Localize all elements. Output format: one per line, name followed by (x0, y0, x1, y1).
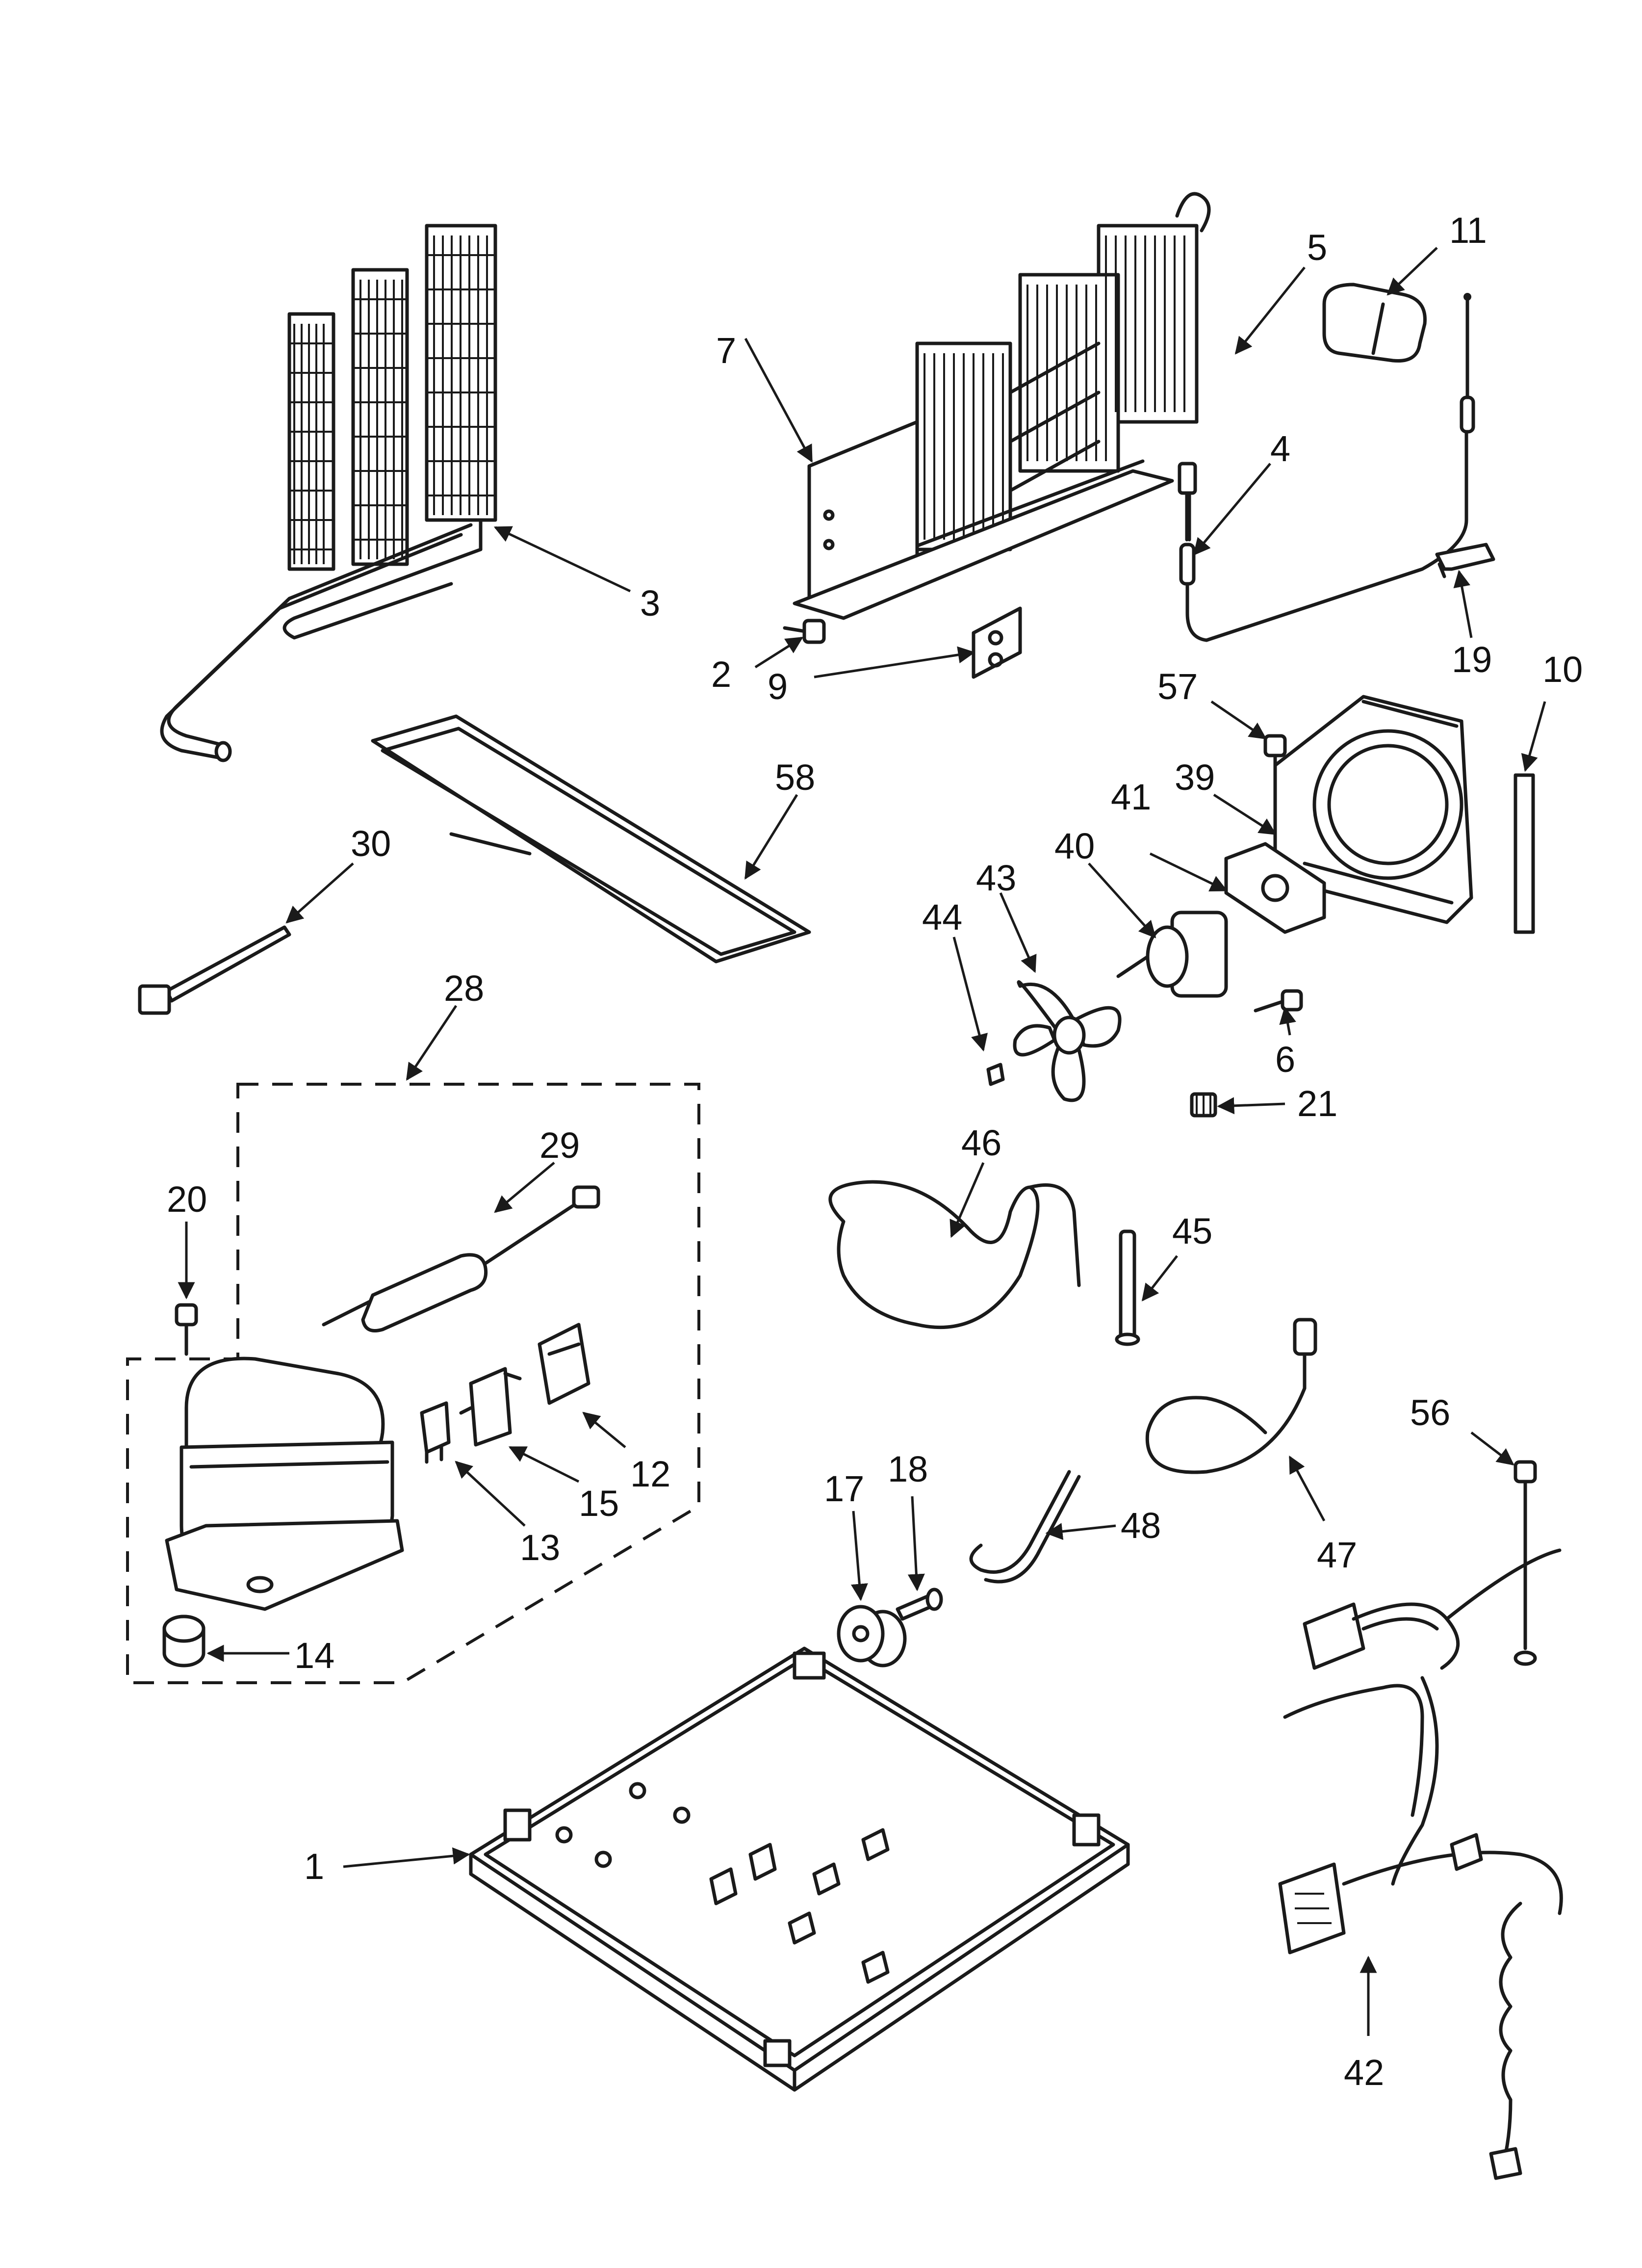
retainer-44 (986, 1063, 1005, 1086)
callout-46: 46 (961, 1122, 1001, 1163)
callout-labels: 1 2 3 4 5 6 7 9 10 11 12 13 14 15 17 18 … (167, 210, 1583, 2093)
callout-40: 40 (1054, 826, 1095, 866)
condenser-coil (160, 224, 497, 762)
callout-39: 39 (1175, 757, 1215, 798)
cable-tie (138, 925, 291, 1015)
motor-mount-plate (1224, 842, 1326, 934)
pin-45 (1115, 1229, 1140, 1346)
callout-10: 10 (1542, 649, 1583, 690)
tubing-46 (828, 1180, 1081, 1330)
strip-10 (1514, 773, 1535, 934)
screw-6 (1254, 989, 1303, 1013)
callout-12: 12 (630, 1454, 670, 1494)
callout-7: 7 (716, 330, 736, 371)
tube-48 (969, 1470, 1081, 1584)
evaporator (896, 192, 1211, 576)
drier-29 (322, 1185, 600, 1332)
screw-2 (783, 619, 826, 644)
hose-47 (1145, 1318, 1317, 1474)
callout-28: 28 (444, 968, 484, 1009)
drain-pan (371, 714, 811, 964)
base-frame (469, 1646, 1130, 2092)
callout-2: 2 (711, 654, 731, 695)
defrost-thermostat-harness (1178, 293, 1475, 642)
callout-42: 42 (1344, 2052, 1384, 2093)
callout-58: 58 (775, 757, 815, 798)
callout-48: 48 (1121, 1505, 1161, 1546)
grommet-14 (162, 1615, 205, 1668)
callout-6: 6 (1275, 1039, 1295, 1080)
bracket-clip-9 (972, 606, 1022, 679)
screw-56 (1514, 1460, 1537, 1518)
callout-1: 1 (304, 1846, 324, 1887)
fan-motor (1116, 911, 1228, 998)
screw-20 (175, 1303, 198, 1356)
callout-44: 44 (922, 897, 962, 938)
cap-11 (1322, 283, 1427, 363)
compressor (165, 1356, 404, 1611)
callout-18: 18 (888, 1449, 928, 1489)
callout-3: 3 (640, 583, 660, 624)
relay-15 (459, 1367, 522, 1447)
callout-29: 29 (539, 1125, 580, 1166)
callout-14: 14 (294, 1635, 334, 1676)
callout-9: 9 (768, 666, 788, 707)
fan-blade (1013, 980, 1122, 1102)
wire-harness (1278, 1514, 1563, 2180)
callout-19: 19 (1452, 639, 1492, 680)
callout-57: 57 (1157, 666, 1198, 707)
roller-17 (837, 1605, 907, 1668)
callout-17: 17 (824, 1468, 864, 1509)
callout-5: 5 (1307, 227, 1327, 268)
callout-15: 15 (579, 1483, 619, 1524)
callout-41: 41 (1111, 777, 1151, 817)
relay-clip-13 (420, 1401, 451, 1464)
callout-13: 13 (520, 1527, 560, 1568)
compressor-kit-outline (126, 1083, 700, 1684)
overload-12 (538, 1323, 590, 1405)
callout-4: 4 (1270, 428, 1290, 469)
callout-30: 30 (351, 823, 391, 864)
screw-57 (1263, 734, 1287, 782)
callout-45: 45 (1172, 1211, 1212, 1251)
callout-20: 20 (167, 1179, 207, 1220)
callout-56: 56 (1410, 1392, 1450, 1433)
clip-19 (1435, 543, 1495, 578)
nut-21 (1190, 1092, 1217, 1118)
axle-pin-18 (896, 1588, 943, 1621)
callout-21: 21 (1297, 1083, 1337, 1124)
leader-lines (178, 247, 1546, 2036)
callout-47: 47 (1317, 1535, 1357, 1575)
callout-11: 11 (1449, 210, 1487, 251)
evaporator-cover (793, 420, 1174, 620)
callout-43: 43 (976, 858, 1016, 898)
